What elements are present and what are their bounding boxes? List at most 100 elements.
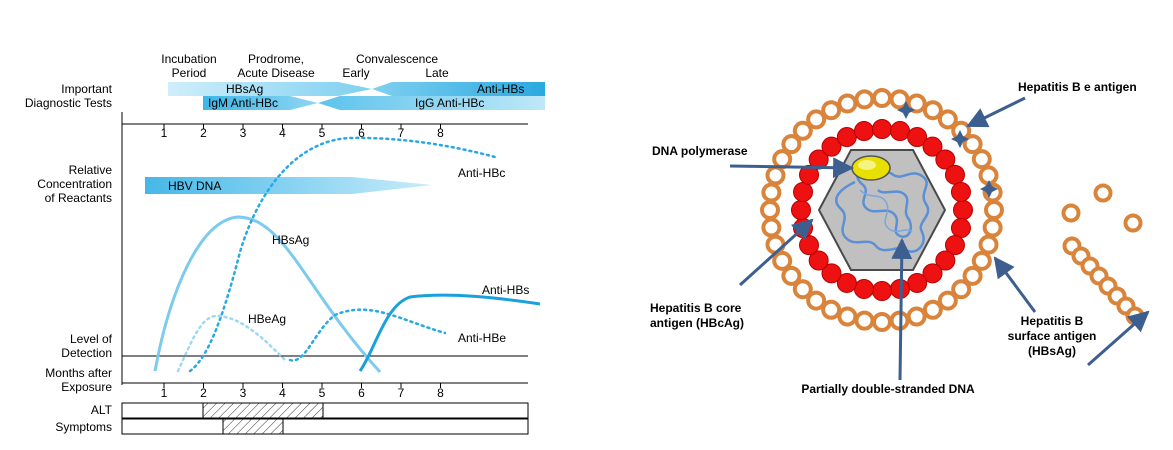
surface-antigen-bead	[922, 299, 943, 320]
month-tick-label: 2	[200, 386, 207, 400]
month-tick-label: 4	[279, 126, 286, 140]
core-antigen-bead	[944, 164, 965, 185]
month-tick-label: 3	[240, 386, 247, 400]
surface-antigen-bead	[1125, 306, 1145, 326]
core-antigen-bead	[821, 263, 842, 284]
surface-antigen-bead	[922, 100, 943, 121]
surface-antigen-bead	[821, 100, 842, 121]
surface-antigen-bead	[792, 120, 813, 141]
igg-anti-hbc-bar	[318, 96, 545, 110]
e-antigen-label: Hepatitis B e antigen	[1018, 80, 1137, 94]
month-tick-label: 1	[161, 386, 168, 400]
month-tick-label: 8	[437, 126, 444, 140]
free-surface-arrow	[1087, 310, 1150, 367]
e-antigen-star-icon	[980, 180, 998, 198]
row-label-diagnostic-1: Important	[61, 82, 112, 96]
surface-antigen-bead	[937, 290, 958, 311]
anti-hbe-curve	[288, 308, 447, 362]
surface-antigen-bead	[872, 88, 892, 108]
core-antigen-bead	[944, 235, 965, 256]
marker-curves	[153, 136, 541, 374]
hbsag-curve-label: HBsAg	[272, 233, 309, 247]
core-antigen-ring	[791, 119, 973, 301]
surface-antigen-bead	[1123, 213, 1143, 233]
serology-diagram: Incubation Period Prodrome, Acute Diseas…	[25, 52, 545, 435]
month-tick-label: 2	[200, 126, 207, 140]
surface-antigen-bead	[951, 279, 972, 300]
anti-hbc-curve	[188, 136, 497, 373]
surface-antigen-bead	[872, 312, 892, 332]
core-antigen-bead	[950, 181, 971, 202]
surface-antigen-bead	[765, 234, 786, 255]
surface-antigen-bead	[984, 200, 1004, 220]
month-tick-label: 7	[398, 126, 405, 140]
core-antigen-label-1: Hepatitis B core	[650, 301, 742, 315]
anti-hbc-curve-label: Anti-HBc	[458, 166, 505, 180]
dna-polymerase-label: DNA polymerase	[652, 144, 748, 158]
bottom-month-ticks: 1 2 3 4 5 6 7 8	[161, 383, 444, 400]
partial-dna-inner-strand	[859, 189, 913, 233]
surface-antigen-bead	[937, 109, 958, 130]
month-tick-label: 7	[398, 386, 405, 400]
hbsag-curve	[153, 215, 382, 374]
e-antigen-star-icon	[951, 130, 969, 148]
month-tick-label: 3	[240, 126, 247, 140]
row-labels: Important Diagnostic Tests Relative Conc…	[25, 82, 113, 434]
core-antigen-bead	[935, 149, 956, 170]
phase-late: Late	[425, 66, 449, 80]
core-antigen-bead	[808, 250, 829, 271]
surface-antigen-arrow	[993, 256, 1037, 313]
e-antigen-markers	[897, 101, 998, 198]
surface-antigen-bead	[1093, 183, 1113, 203]
month-tick-label: 6	[358, 386, 365, 400]
month-tick-label: 4	[279, 386, 286, 400]
free-surface-antigen	[1061, 183, 1145, 326]
surface-antigen-label-2: surface antigen	[1008, 329, 1097, 343]
core-antigen-bead	[853, 121, 874, 142]
surface-antigen-bead	[906, 93, 927, 114]
month-tick-label: 5	[319, 386, 326, 400]
core-antigen-bead	[808, 149, 829, 170]
phase-incubation-line1: Incubation	[161, 52, 216, 66]
phase-prodrome-line2: Acute Disease	[237, 66, 315, 80]
anti-hbe-curve-label: Anti-HBe	[458, 331, 506, 345]
surface-antigen-label-3: (HBsAg)	[1028, 344, 1076, 358]
phase-convalescence: Convalescence	[356, 52, 438, 66]
surface-antigen-bead	[761, 217, 782, 238]
anti-hbs-curve-label: Anti-HBs	[482, 283, 529, 297]
core-antigen-arrow	[738, 218, 814, 287]
e-antigen-arrow	[966, 96, 1026, 128]
core-antigen-bead	[791, 200, 811, 220]
core-antigen-bead	[872, 119, 892, 139]
core-antigen-bead	[890, 121, 911, 142]
polymerase-arrow	[729, 157, 855, 179]
hbv-dna-bar	[145, 177, 432, 194]
core-antigen-label-2: antigen (HBcAg)	[650, 316, 744, 330]
row-label-concentration-3: of Reactants	[45, 191, 112, 205]
anti-hbs-test-bar	[372, 82, 545, 96]
core-antigen-bead	[907, 272, 928, 293]
month-tick-label: 5	[319, 126, 326, 140]
alt-elevated-period	[202, 402, 324, 419]
surface-antigen-bead	[772, 149, 793, 170]
dna-label: Partially double-stranded DNA	[801, 382, 975, 396]
core-antigen-bead	[907, 127, 928, 148]
alt-symptoms-rows	[121, 402, 529, 435]
row-label-concentration-2: Concentration	[37, 177, 112, 191]
core-antigen-bead	[950, 218, 971, 239]
surface-antigen-bead	[962, 134, 983, 155]
row-label-diagnostic-2: Diagnostic Tests	[25, 96, 112, 110]
month-tick-label: 8	[437, 386, 444, 400]
core-antigen-bead	[922, 136, 943, 157]
core-antigen-bead	[922, 263, 943, 284]
label-arrows	[729, 96, 1150, 381]
core-antigen-bead	[793, 181, 814, 202]
row-label-concentration-1: Relative	[69, 163, 113, 177]
anti-hbs-curve	[358, 293, 541, 372]
surface-antigen-bead	[821, 299, 842, 320]
hbeag-curve	[176, 314, 287, 373]
surface-antigen-bead	[1061, 203, 1081, 223]
hbsag-test-bar	[168, 82, 372, 96]
surface-antigen-bead	[761, 182, 782, 203]
